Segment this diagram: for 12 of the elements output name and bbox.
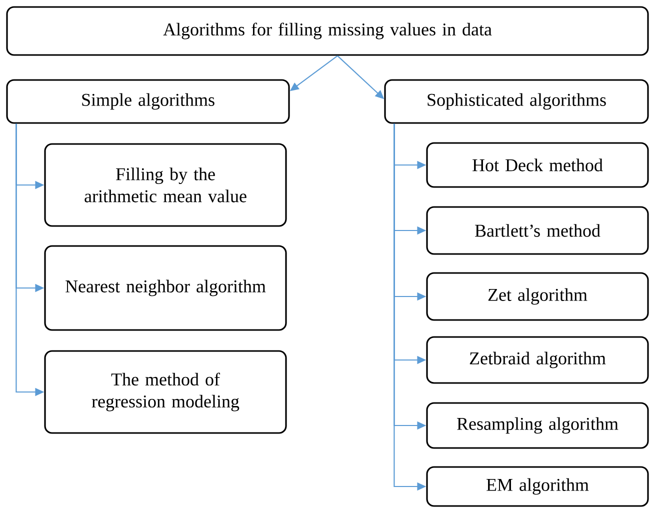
title-box: Algorithms for filling missing values in data — [6, 6, 649, 56]
method-box: Resampling algorithm — [426, 402, 649, 449]
method-box: Zetbraid algorithm — [426, 336, 649, 384]
category-box: Simple algorithms — [6, 79, 290, 124]
method-box: Bartlett’s method — [426, 206, 649, 255]
method-box: Zet algorithm — [426, 272, 649, 321]
method-box: Hot Deck method — [426, 142, 649, 188]
method-box: The method of regression modeling — [44, 350, 287, 434]
method-box: Nearest neighbor algorithm — [44, 245, 287, 331]
method-box: Filling by the arithmetic mean value — [44, 143, 287, 227]
method-box: EM algorithm — [426, 466, 649, 507]
category-box: Sophisticated algorithms — [384, 79, 649, 124]
